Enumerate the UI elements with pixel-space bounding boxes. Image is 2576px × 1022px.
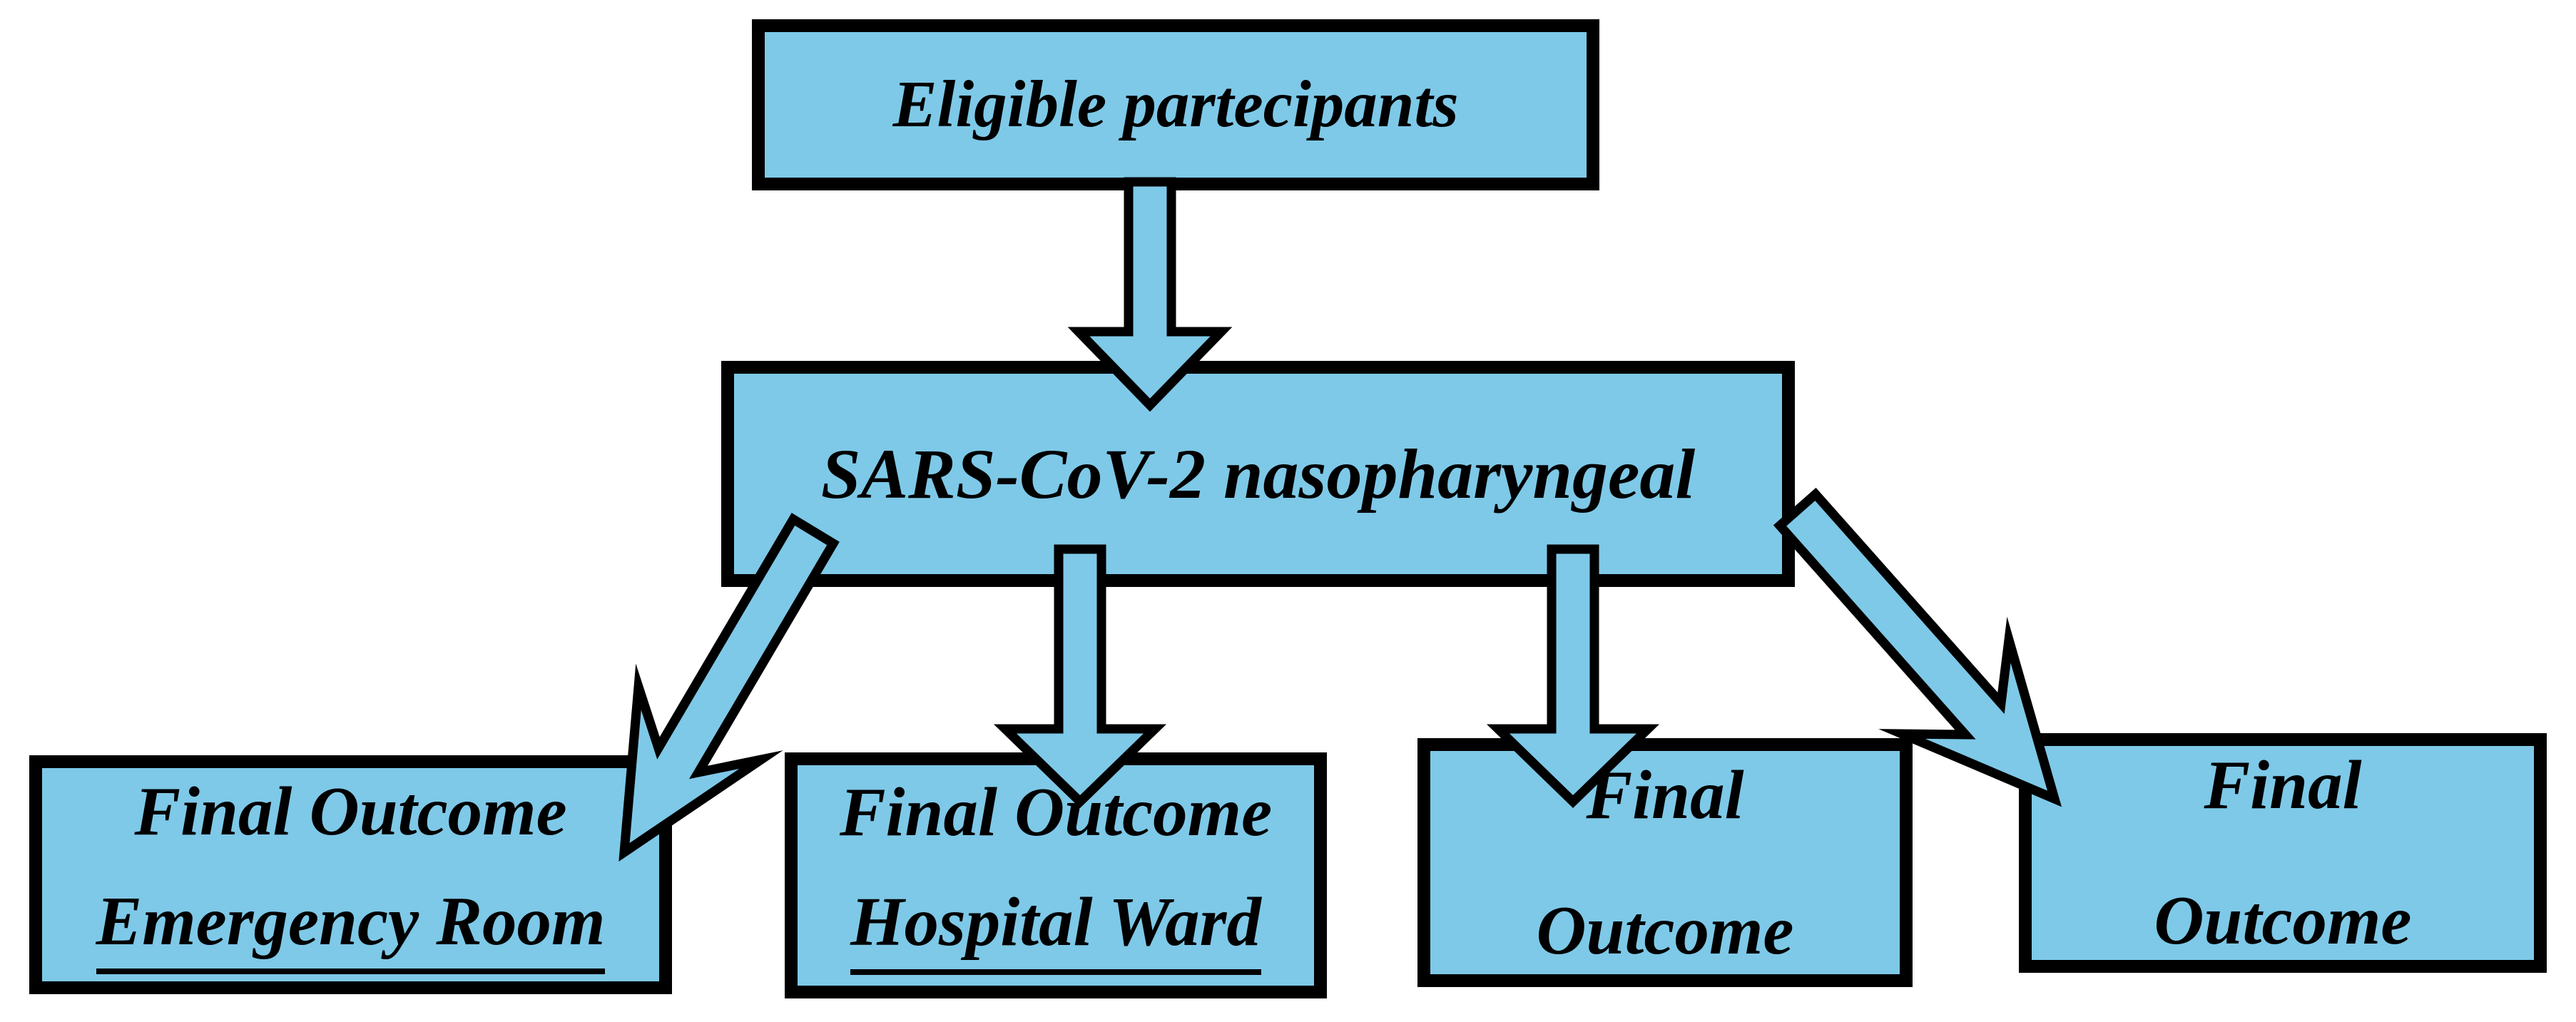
node-final-outcome-emergency-room: Final Outcome Emergency Room	[29, 755, 672, 994]
node-final-outcome-fourth: Final Outcome	[2019, 733, 2547, 973]
final-outcome-third-line1: Final	[1586, 756, 1744, 833]
node-eligible-participants: Eligible partecipants	[752, 19, 1599, 190]
final-outcome-fourth-line2: Outcome	[2154, 882, 2412, 959]
final-outcome-emergency-line2: Emergency Room	[96, 884, 606, 975]
final-outcome-fourth-line1: Final	[2204, 747, 2362, 824]
node-final-outcome-third: Final Outcome	[1417, 738, 1913, 987]
node-sars-cov2-label: SARS-CoV-2 nasopharyngeal	[820, 434, 1696, 513]
node-eligible-participants-label: Eligible partecipants	[892, 68, 1459, 142]
final-outcome-emergency-line1: Final Outcome	[134, 772, 567, 849]
final-outcome-third-line2: Outcome	[1536, 891, 1794, 969]
node-final-outcome-hospital-ward: Final Outcome Hospital Ward	[785, 752, 1327, 998]
final-outcome-ward-line2: Hospital Ward	[850, 885, 1261, 976]
final-outcome-ward-line1: Final Outcome	[839, 773, 1273, 850]
node-sars-cov2-nasopharyngeal: SARS-CoV-2 nasopharyngeal	[721, 361, 1795, 587]
